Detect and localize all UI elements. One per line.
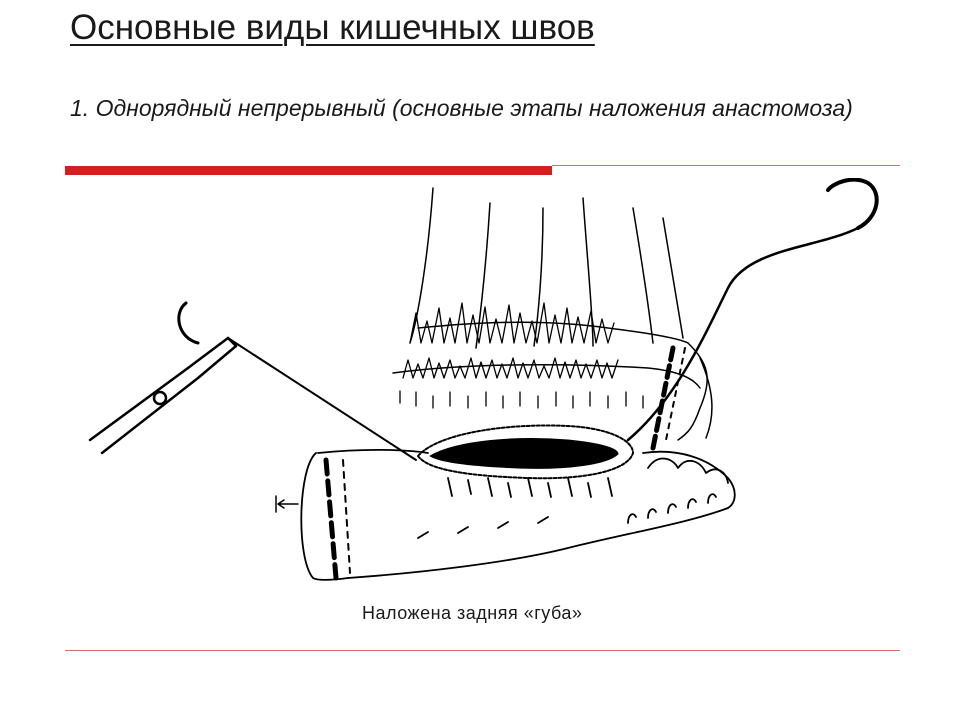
needle [826, 178, 879, 230]
lower-suture-line [323, 457, 339, 581]
bottom-divider-line [65, 650, 900, 651]
title-divider-accent [65, 166, 552, 175]
slide-title: Основные виды кишечных швов [70, 8, 595, 47]
anastomosis-opening [417, 424, 634, 480]
suture-thread-right [626, 226, 860, 442]
suture-thread-left [227, 337, 417, 461]
direction-arrow [277, 499, 299, 509]
intestinal-suture-illustration [88, 178, 879, 581]
mucosal-folds [399, 302, 644, 409]
upper-suture-line [650, 345, 676, 451]
needle-holder [88, 301, 238, 455]
lower-intestine-loop [300, 449, 736, 581]
slide-subtitle: 1. Однорядный непрерывный (основные этап… [70, 95, 853, 121]
title-divider-line [552, 165, 900, 166]
figure-caption: Наложена задняя «губа» [362, 603, 583, 623]
